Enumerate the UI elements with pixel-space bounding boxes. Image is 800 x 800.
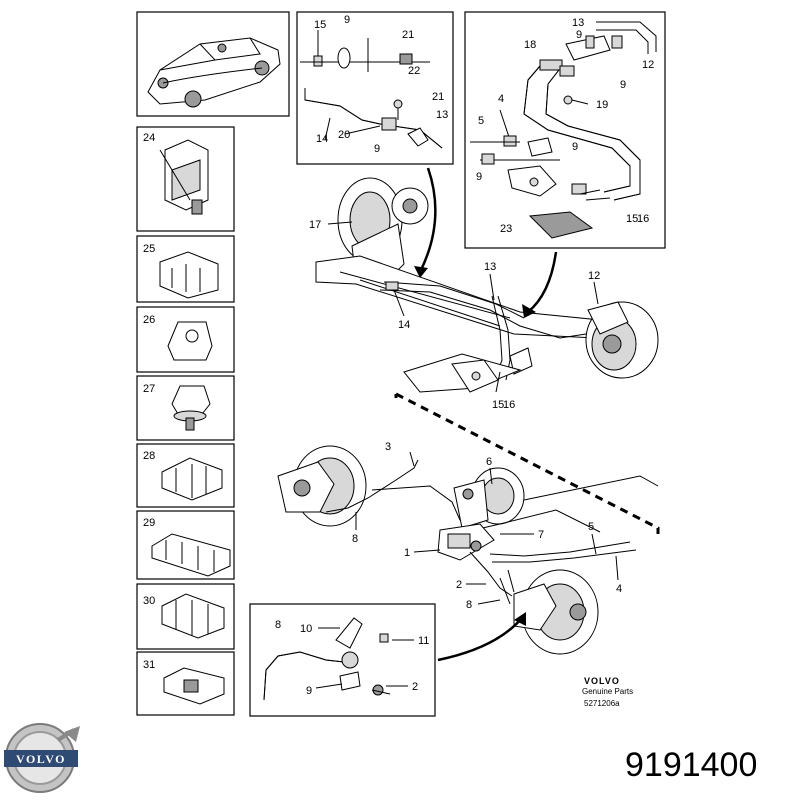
callout-22: 22 [408, 65, 420, 77]
genuine-parts-line: Genuine Parts [582, 687, 633, 696]
callout-11: 11 [418, 635, 429, 647]
callout-9e: 9 [572, 141, 578, 153]
abs-modulator [437, 523, 495, 561]
callout-24: 24 [143, 132, 155, 144]
callout-14: 14 [316, 133, 328, 145]
callout-28: 28 [143, 450, 155, 462]
callout-8b: 8 [466, 599, 472, 611]
dashed-connector [395, 392, 660, 534]
clip-31-illustration [163, 667, 225, 705]
genuine-parts-mark: VOLVO Genuine Parts 5271206a [582, 676, 633, 708]
arrow-head-right-icon [522, 304, 536, 318]
callout-5: 5 [478, 115, 484, 127]
callout-10: 10 [300, 623, 312, 635]
detail-arrow-left [418, 167, 437, 273]
clip-29-illustration [151, 533, 231, 577]
brake-master-cylinder [453, 467, 525, 529]
callout-6: 6 [486, 456, 492, 468]
clip-26-illustration [167, 321, 213, 361]
clip-25-illustration [159, 251, 219, 299]
callout-15b: 15 [626, 213, 638, 225]
callout-21b: 21 [432, 91, 444, 103]
callout-8: 8 [352, 533, 358, 545]
callout-30: 30 [143, 595, 155, 607]
callout-7: 7 [538, 529, 544, 541]
front-right-brake-disc [513, 569, 599, 655]
detail-arrow-bottom [437, 617, 523, 662]
clip-27-illustration [171, 385, 211, 431]
drawing-number: 5271206a [584, 699, 620, 708]
callout-17: 17 [309, 219, 321, 231]
callout-13b: 13 [572, 17, 584, 29]
callout-9d: 9 [620, 79, 626, 91]
rear-right-brake-disc [585, 301, 659, 379]
callout-3: 3 [385, 441, 391, 453]
vehicle-overview-panel [136, 11, 290, 117]
clip-28-illustration [161, 457, 223, 501]
callout-29: 29 [143, 517, 155, 529]
callout-9f: 9 [476, 171, 482, 183]
rear-axle-assembly: 17 13 12 14 15 16 [309, 177, 659, 411]
callout-5b: 5 [588, 521, 594, 533]
callout-21: 21 [402, 29, 414, 41]
volvo-logo: VOLVO [4, 723, 80, 793]
callout-2b: 2 [412, 681, 418, 693]
front-brake-assembly: 3 6 7 1 8 2 8 5 4 [277, 441, 659, 655]
brake-line-parts [470, 21, 657, 239]
arrow-head-bottom-icon [514, 612, 526, 626]
callout-1: 1 [404, 547, 410, 559]
front-left-brake-disc [277, 445, 367, 527]
callout-13c: 13 [484, 261, 496, 273]
callout-12: 12 [642, 59, 654, 71]
callout-13: 13 [436, 109, 448, 121]
detail-box-caliper-hose: 8 10 11 9 2 [249, 603, 436, 717]
rear-axle-beam [315, 255, 601, 339]
volvo-logo-text: VOLVO [16, 752, 66, 766]
clip-30-illustration [161, 593, 225, 639]
callout-25: 25 [143, 243, 155, 255]
callout-20: 20 [338, 129, 350, 141]
callout-2: 2 [456, 579, 462, 591]
callout-4: 4 [498, 93, 504, 105]
callout-31: 31 [143, 659, 155, 671]
callout-8c: 8 [275, 619, 281, 631]
rear-hose-parts [300, 30, 443, 149]
callout-14b: 14 [398, 319, 410, 331]
callout-12b: 12 [588, 270, 600, 282]
callout-4b: 4 [616, 583, 622, 595]
callout-18: 18 [524, 39, 536, 51]
callout-19: 19 [596, 99, 608, 111]
callout-15c: 15 [492, 399, 504, 411]
volvo-iron-mark-icon [4, 723, 80, 793]
arrow-head-left-icon [414, 266, 428, 278]
callout-27: 27 [143, 383, 155, 395]
detail-box-brake-lines: 13 9 18 12 9 4 19 5 9 9 23 15 16 [464, 11, 666, 249]
detail-box-rear-hose: 15 9 21 22 21 13 14 20 9 [296, 11, 454, 165]
callout-9c: 9 [576, 29, 582, 41]
clip-detail-column: 24 25 26 27 28 29 30 31 [136, 126, 235, 716]
callout-23: 23 [500, 223, 512, 235]
callout-9g: 9 [306, 685, 312, 697]
part-number: 9191400 [625, 746, 757, 784]
callout-16: 16 [637, 213, 649, 225]
callout-16b: 16 [503, 399, 515, 411]
car-illustration [147, 37, 281, 108]
callout-9: 9 [344, 14, 350, 26]
caliper-hose-parts [263, 617, 414, 701]
callout-9b: 9 [374, 143, 380, 155]
callout-26: 26 [143, 314, 155, 326]
clip-24-illustration [159, 139, 209, 215]
detail-arrow-right [527, 251, 558, 313]
callout-15: 15 [314, 19, 326, 31]
genuine-parts-brand: VOLVO [584, 676, 620, 686]
